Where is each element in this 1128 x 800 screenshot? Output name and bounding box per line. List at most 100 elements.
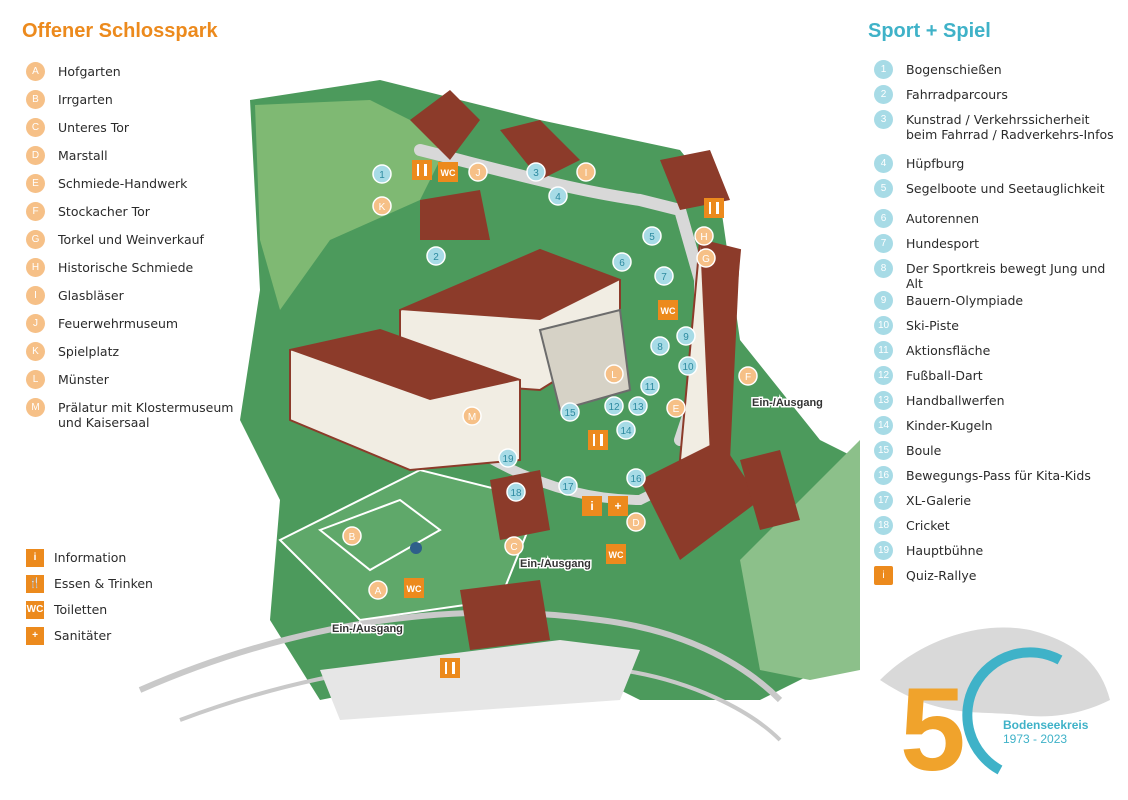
number-badge: 6 — [874, 209, 893, 228]
legend-item-label: Münster — [58, 372, 109, 387]
letter-marker-i: I — [576, 162, 596, 182]
legend-item-label: Hofgarten — [58, 64, 121, 79]
roof-prelature — [290, 330, 520, 400]
building-minster — [538, 308, 632, 412]
legend-item-18: 18 Cricket — [874, 516, 1119, 541]
legend-item-label: Quiz-Rallye — [906, 568, 977, 583]
lawn-light — [255, 100, 450, 310]
right-panel-title: Sport + Spiel — [868, 20, 991, 42]
bodenseekreis-logo: 5 Bodenseekreis 1973 - 2023 — [880, 627, 1110, 790]
marker-label: L — [611, 370, 617, 381]
info-icon: i — [26, 549, 44, 567]
marker-label: 10 — [682, 362, 694, 373]
legend-item-7: 7 Hundesport — [874, 234, 1119, 259]
wc-icon: WC — [404, 578, 424, 598]
letter-marker-f: F — [738, 366, 758, 386]
marker-label: M — [468, 412, 476, 423]
marker-label: 13 — [632, 402, 644, 413]
number-badge: 18 — [874, 516, 893, 535]
legend-item-label: Handballwerfen — [906, 393, 1005, 408]
marker-label: 5 — [649, 232, 655, 243]
legend-item-label: Cricket — [906, 518, 950, 533]
letter-badge: L — [26, 370, 45, 389]
number-badge: 11 — [874, 341, 893, 360]
parking-area — [320, 640, 640, 720]
building-center-n — [420, 190, 490, 240]
marker-label: 19 — [502, 454, 514, 465]
legend-item-label: Bogenschießen — [906, 62, 1002, 77]
building-gate-south — [490, 470, 550, 540]
left-panel-title: Offener Schlosspark — [22, 20, 218, 42]
legend-item-label: Boule — [906, 443, 942, 458]
number-badge: 7 — [874, 234, 893, 253]
marker-label: 11 — [645, 382, 656, 393]
legend-item-label: Marstall — [58, 148, 108, 163]
lake-shape — [880, 627, 1110, 717]
letter-marker-c: C — [504, 536, 524, 556]
building-south-row — [460, 580, 550, 650]
letter-badge: B — [26, 90, 45, 109]
legend-item-label: Hauptbühne — [906, 543, 984, 558]
legend-item-label: Hundesport — [906, 236, 980, 251]
symbol-label: Sanitäter — [54, 628, 112, 643]
building-se — [740, 450, 800, 530]
building-castle-ne — [660, 150, 730, 210]
symbol-legend-item: + Sanitäter — [26, 626, 153, 652]
legend-item-label: Glasbläser — [58, 288, 124, 303]
legend-item-label: Bauern-Olympiade — [906, 293, 1024, 308]
symbol-label: Essen & Trinken — [54, 576, 153, 591]
marker-label: i — [590, 499, 593, 513]
number-marker-11: 11 — [640, 376, 660, 396]
legend-item-label: Segelboote und Seetauglichkeit — [906, 181, 1105, 196]
building-north — [500, 120, 580, 180]
letter-badge: G — [26, 230, 45, 249]
lakeside-lawn — [740, 440, 860, 680]
marker-label: 17 — [562, 482, 574, 493]
road — [138, 609, 783, 703]
number-marker-13: 13 — [628, 396, 648, 416]
fountain — [410, 542, 422, 554]
number-badge: 16 — [874, 466, 893, 485]
plus-icon: + — [26, 627, 44, 645]
number-marker-14: 14 — [616, 420, 636, 440]
number-badge: 19 — [874, 541, 893, 560]
marker-label: + — [614, 499, 621, 513]
marker-label: K — [379, 202, 386, 213]
main-path — [414, 144, 706, 446]
marker-label: G — [702, 254, 710, 265]
roof-abbey — [400, 250, 620, 320]
roof-long-east — [700, 240, 740, 460]
info-icon: i — [582, 496, 602, 516]
letter-badge: I — [26, 286, 45, 305]
letter-marker-j: J — [468, 162, 488, 182]
number-marker-2: 2 — [426, 246, 446, 266]
letter-badge: J — [26, 314, 45, 333]
number-badge: 8 — [874, 259, 893, 278]
number-marker-17: 17 — [558, 476, 578, 496]
letter-badge: H — [26, 258, 45, 277]
number-marker-15: 15 — [560, 402, 580, 422]
